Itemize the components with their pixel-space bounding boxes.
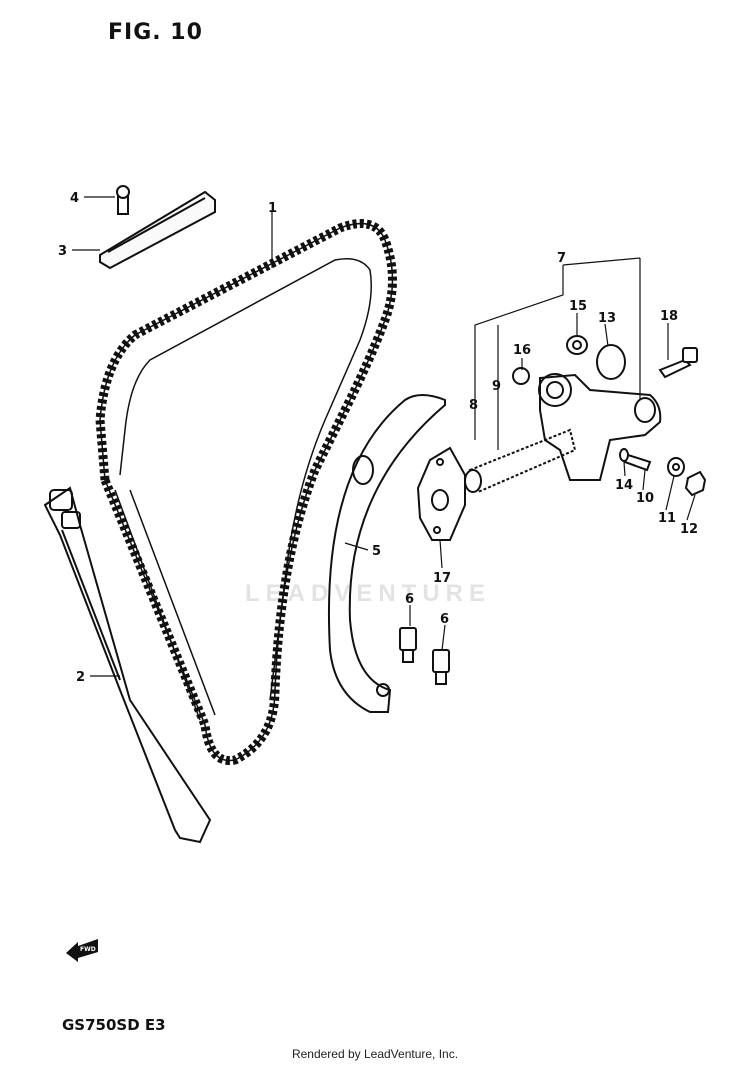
fwd-label: FWD [80, 946, 96, 953]
callout-4: 4 [70, 191, 79, 206]
callout-6a: 6 [405, 592, 414, 607]
leader-lines [72, 196, 696, 677]
callout-18: 18 [660, 309, 678, 324]
callout-7: 7 [557, 251, 566, 266]
dowel-pins [399, 627, 450, 685]
cam-chain [95, 219, 397, 766]
tensioner-blade [327, 394, 446, 713]
render-credit: Rendered by LeadVenture, Inc. [291, 1047, 459, 1061]
chain-guide-left [43, 486, 212, 844]
model-code: GS750SD E3 [62, 1016, 166, 1034]
callout-15: 15 [569, 299, 587, 314]
callout-labels: 1 2 3 4 5 6 6 7 8 9 10 11 12 13 14 15 16… [58, 191, 698, 685]
callout-8: 8 [469, 398, 478, 413]
gasket [416, 446, 466, 541]
chain-guide-top [99, 185, 216, 270]
callout-2: 2 [76, 670, 85, 685]
callout-11: 11 [658, 511, 676, 526]
callout-14: 14 [615, 478, 633, 493]
callout-10: 10 [636, 491, 654, 506]
callout-3: 3 [58, 244, 67, 259]
callout-1: 1 [268, 201, 277, 216]
callout-5: 5 [372, 544, 381, 559]
callout-6b: 6 [440, 612, 449, 627]
callout-16: 16 [513, 343, 531, 358]
callout-9: 9 [492, 379, 501, 394]
callout-12: 12 [680, 522, 698, 537]
figure-title: FIG. 10 [108, 20, 203, 45]
small-parts [512, 335, 707, 497]
callout-13: 13 [598, 311, 616, 326]
tensioner-assembly [464, 373, 662, 494]
fwd-arrow-icon: FWD [66, 939, 98, 962]
callout-17: 17 [433, 571, 451, 586]
